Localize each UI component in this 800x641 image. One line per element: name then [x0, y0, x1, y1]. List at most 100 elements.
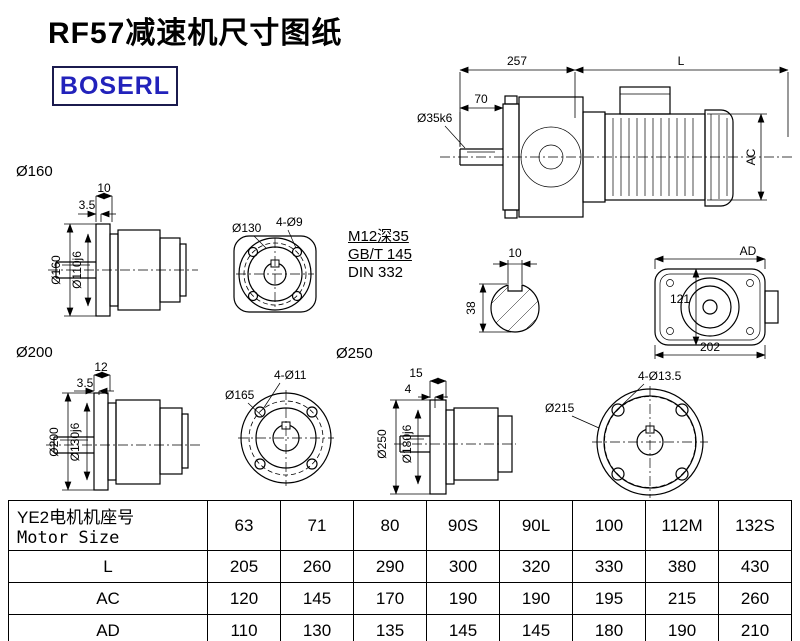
section-label-200: Ø200	[16, 344, 53, 361]
note-tap: M12深35	[348, 228, 409, 245]
motor-rear-view: AD 121 202	[654, 244, 779, 359]
dim-label-hub180: Ø180j6	[400, 424, 414, 463]
flange-200-side-view: Ø200 12 3.5 Ø200 Ø130j6	[16, 344, 203, 491]
flange-plate	[93, 392, 109, 491]
flange-plate	[429, 399, 447, 495]
flange-165-front-view: 4-Ø11 Ø165	[225, 368, 334, 486]
header-line-cn: YE2电机机座号	[17, 508, 135, 527]
size-col-header: 90S	[426, 500, 500, 551]
row-label: AD	[8, 614, 208, 641]
table-cell: 260	[280, 550, 354, 583]
dim-label-AC: AC	[744, 148, 758, 165]
size-col-header: 112M	[645, 500, 719, 551]
table-cell: 145	[280, 582, 354, 615]
thread-notes: M12深35 GB/T 145 DIN 332	[348, 228, 412, 282]
table-cell: 290	[353, 550, 427, 583]
output-shaft	[459, 148, 503, 166]
dim-label-70: 70	[474, 92, 488, 106]
bolt-hole	[247, 290, 259, 302]
main-assembly-view: 257 L 70 Ø35k6	[417, 54, 795, 219]
dim-label-202: 202	[700, 340, 720, 354]
note-gbt: GB/T 145	[348, 246, 412, 263]
fan-cowl	[704, 109, 734, 207]
table-cell: 135	[353, 614, 427, 641]
table-cell: 205	[207, 550, 281, 583]
table-cell: 300	[426, 550, 500, 583]
table-cell: 190	[426, 582, 500, 615]
table-cell: 215	[645, 582, 719, 615]
table-cell: 130	[280, 614, 354, 641]
dim-label-hub130: Ø130j6	[68, 422, 82, 461]
table-cell: 145	[499, 614, 573, 641]
page-title: RF57减速机尺寸图纸	[48, 17, 343, 50]
row-label: AC	[8, 582, 208, 615]
table-cell: 190	[499, 582, 573, 615]
size-col-header: 63	[207, 500, 281, 551]
dim-label-dia165: Ø165	[225, 388, 255, 402]
terminal-side	[764, 290, 779, 324]
table-cell: 195	[572, 582, 646, 615]
note-din: DIN 332	[348, 264, 404, 281]
flange-215-front-view: 4-Ø13.5 Ø215	[545, 369, 708, 498]
bolt-hole	[291, 290, 303, 302]
dim-label-38: 38	[464, 301, 478, 315]
dim-label-dia215: Ø215	[545, 401, 575, 415]
table-cell: 330	[572, 550, 646, 583]
bolt-hole	[291, 246, 303, 258]
table-cell: 210	[718, 614, 792, 641]
flange-130-front-view: Ø130 4-Ø9	[232, 215, 317, 313]
dim-label-AD: AD	[740, 244, 757, 258]
square-flange	[233, 235, 317, 313]
bolt-hole	[306, 406, 318, 418]
dim-label-121: 121	[670, 292, 690, 306]
table-cell: 190	[645, 614, 719, 641]
dim-label-257: 257	[507, 54, 527, 68]
bolt-hole	[611, 467, 625, 481]
dim-label-key10: 10	[508, 246, 522, 260]
bolt-hole	[306, 458, 318, 470]
dim-label-holes-13-5: 4-Ø13.5	[638, 369, 682, 383]
flange-160-side-view: Ø160 10 3.5 Ø160 Ø110j6	[16, 163, 198, 317]
size-col-header: 71	[280, 500, 354, 551]
table-cell: 180	[572, 614, 646, 641]
dim-label-10: 10	[97, 181, 111, 195]
table-cell: 120	[207, 582, 281, 615]
table-row-AC: AC 120 145 170 190 190 195 215 260	[8, 582, 792, 615]
bolt-hole	[675, 467, 689, 481]
section-label-160: Ø160	[16, 163, 53, 180]
dim-label-holes-11: 4-Ø11	[274, 368, 307, 382]
table-cell: 170	[353, 582, 427, 615]
table-row-L: L 205 260 290 300 320 330 380 430	[8, 550, 792, 583]
gear-housing	[115, 399, 161, 485]
bolt-hole	[254, 406, 266, 418]
size-col-header: 90L	[499, 500, 573, 551]
row-label: L	[8, 550, 208, 583]
size-col-header: 132S	[718, 500, 792, 551]
dim-label-dia160: Ø160	[49, 255, 63, 285]
dim-label-L: L	[678, 54, 685, 68]
dim-label-shaft-dia: Ø35k6	[417, 111, 453, 125]
table-cell: 430	[718, 550, 792, 583]
dim-label-dia250: Ø250	[375, 429, 389, 459]
dim-label-4: 4	[405, 382, 412, 396]
bolt-hole	[254, 458, 266, 470]
table-cell: 110	[207, 614, 281, 641]
motor-size-header: YE2电机机座号 Motor Size	[8, 500, 208, 551]
section-label-250: Ø250	[336, 345, 373, 362]
keyway-slot	[507, 284, 523, 292]
brand-logo-box: BOSERL	[52, 66, 178, 106]
shaft-key-section: 10 38	[464, 246, 540, 333]
dim-label-holes-9: 4-Ø9	[276, 215, 303, 229]
dim-label-3-5b: 3.5	[77, 376, 94, 390]
dim-label-hub110: Ø110j6	[70, 251, 84, 289]
table-cell: 380	[645, 550, 719, 583]
header-line-en: Motor Size	[17, 528, 120, 548]
dim-label-12: 12	[94, 360, 108, 374]
size-col-header: 100	[572, 500, 646, 551]
table-cell: 145	[426, 614, 500, 641]
table-cell: 320	[499, 550, 573, 583]
table-row-AD: AD 110 130 135 145 145 180 190 210	[8, 614, 792, 641]
flange-250-side-view: 15 4 Ø250 Ø180j6	[375, 366, 516, 495]
bolt-hole	[611, 403, 625, 417]
